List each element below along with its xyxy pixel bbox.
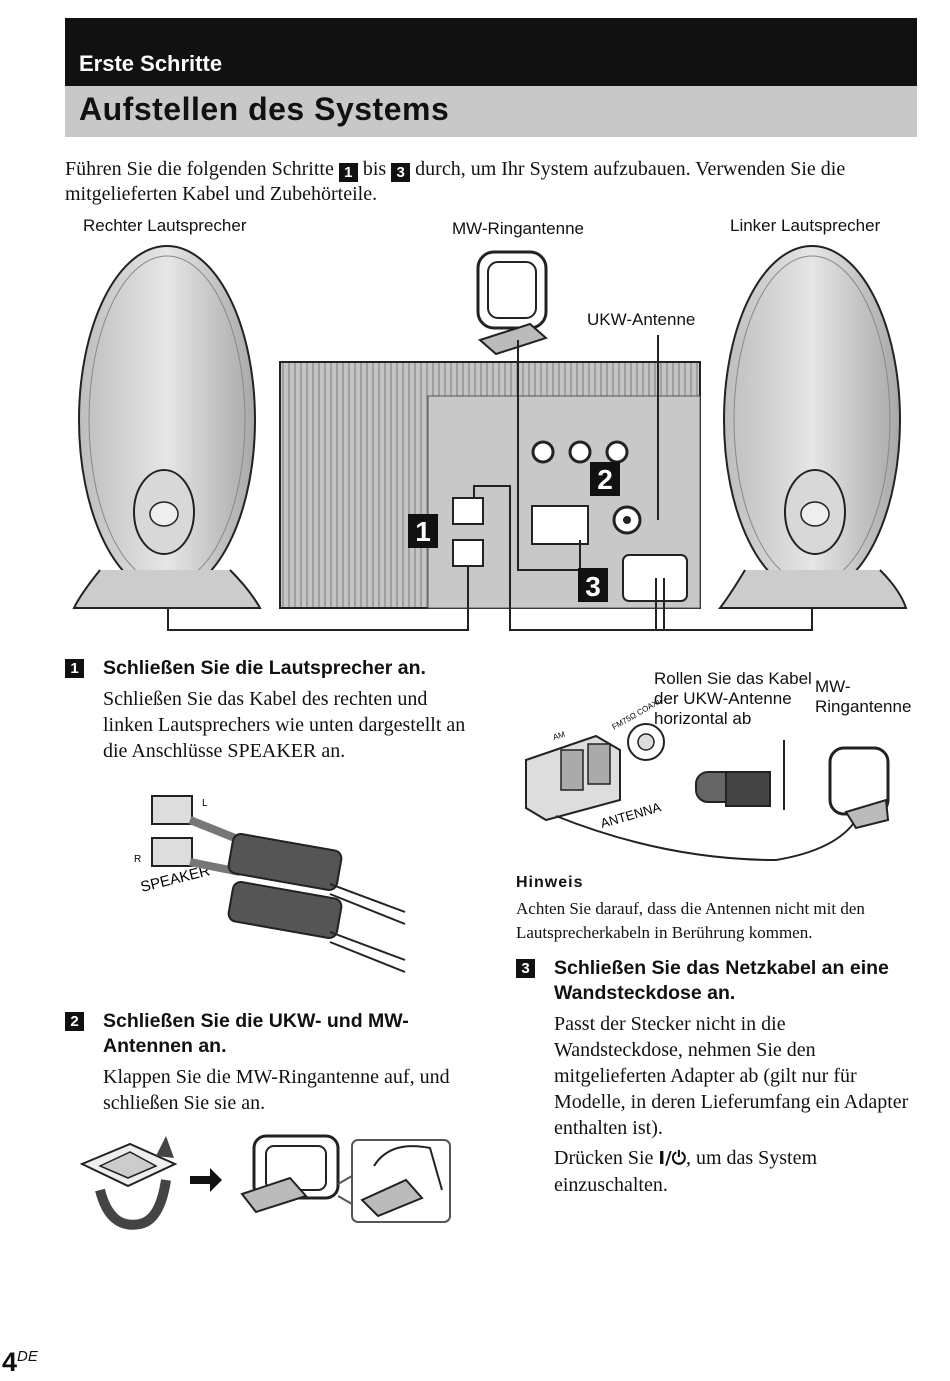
step-marker: 3: [391, 163, 411, 182]
section-header: Erste Schritte: [65, 18, 917, 86]
svg-text:AM: AM: [552, 730, 567, 742]
label-mw-antenna: MW-Ringantenne: [452, 219, 584, 238]
step-3-body-2: Drücken Sie I/⏻, um das System einzuscha…: [554, 1147, 818, 1196]
step-3-body-1: Passt der Stecker nicht in die Wandsteck…: [554, 1013, 909, 1139]
step-1-number: 1: [65, 659, 84, 678]
step-marker: 1: [338, 163, 358, 182]
label-roll-cable: Rollen Sie das Kabel der UKW-Antenne hor…: [654, 669, 812, 728]
note-body: Achten Sie darauf, dass die Antennen nic…: [516, 899, 865, 942]
intro-paragraph: Führen Sie die folgenden Schritte 1 bis …: [65, 158, 846, 205]
loop-antenna-assembly-illustration: [79, 1134, 451, 1230]
antenna-connection-illustration: AM FM75Ω COAXIAL ANTENNA: [525, 700, 890, 862]
step-2-body: Klappen Sie die MW-Ringantenne auf, und …: [103, 1066, 450, 1114]
step-1-body: Schließen Sie das Kabel des rechten und …: [103, 688, 466, 762]
speaker-connection-illustration: L R SPEAKER: [134, 795, 406, 973]
arrow-right-icon: [190, 1168, 222, 1192]
right-speaker: [72, 245, 262, 609]
svg-text:L: L: [202, 798, 208, 809]
step-2-number: 2: [65, 1012, 84, 1031]
svg-text:2: 2: [597, 464, 613, 495]
page-title: Aufstellen des Systems: [79, 91, 450, 127]
main-unit-rear: [279, 361, 701, 609]
power-icon: I/⏻: [658, 1148, 686, 1169]
step-3-heading: Schließen Sie das Netzkabel an eine Wand…: [554, 957, 889, 1004]
svg-text:3: 3: [585, 571, 601, 602]
note-heading: Hinweis: [516, 874, 584, 891]
mw-loop-antenna: [476, 250, 548, 356]
left-speaker: [717, 245, 908, 609]
label-left-speaker: Linker Lautsprecher: [730, 216, 881, 235]
callout-3: 3: [578, 568, 608, 602]
step-2-heading: Schließen Sie die UKW- und MW-Antennen a…: [103, 1010, 409, 1057]
label-fm-antenna: UKW-Antenne: [587, 310, 696, 329]
callout-2: 2: [590, 462, 620, 496]
label-right-speaker: Rechter Lautsprecher: [83, 216, 247, 235]
label-mw-antenna-2: MW-Ringantenne: [815, 677, 912, 716]
page-number: 4DE: [2, 1347, 38, 1377]
svg-text:R: R: [134, 854, 141, 865]
system-setup-illustration: 1 2 3: [72, 245, 908, 631]
step-3-number: 3: [516, 959, 535, 978]
cables: [167, 335, 813, 631]
step-2: 2 Schließen Sie die UKW- und MW-Antennen…: [65, 1009, 473, 1116]
step-3: 3 Schließen Sie das Netzkabel an eine Wa…: [516, 956, 916, 1198]
step-1: 1 Schließen Sie die Lautsprecher an. Sch…: [65, 656, 473, 764]
callout-1: 1: [408, 514, 438, 548]
svg-text:1: 1: [415, 516, 431, 547]
page-title-bar: Aufstellen des Systems: [65, 86, 917, 137]
section-title: Erste Schritte: [79, 51, 223, 76]
step-1-heading: Schließen Sie die Lautsprecher an.: [103, 657, 426, 679]
